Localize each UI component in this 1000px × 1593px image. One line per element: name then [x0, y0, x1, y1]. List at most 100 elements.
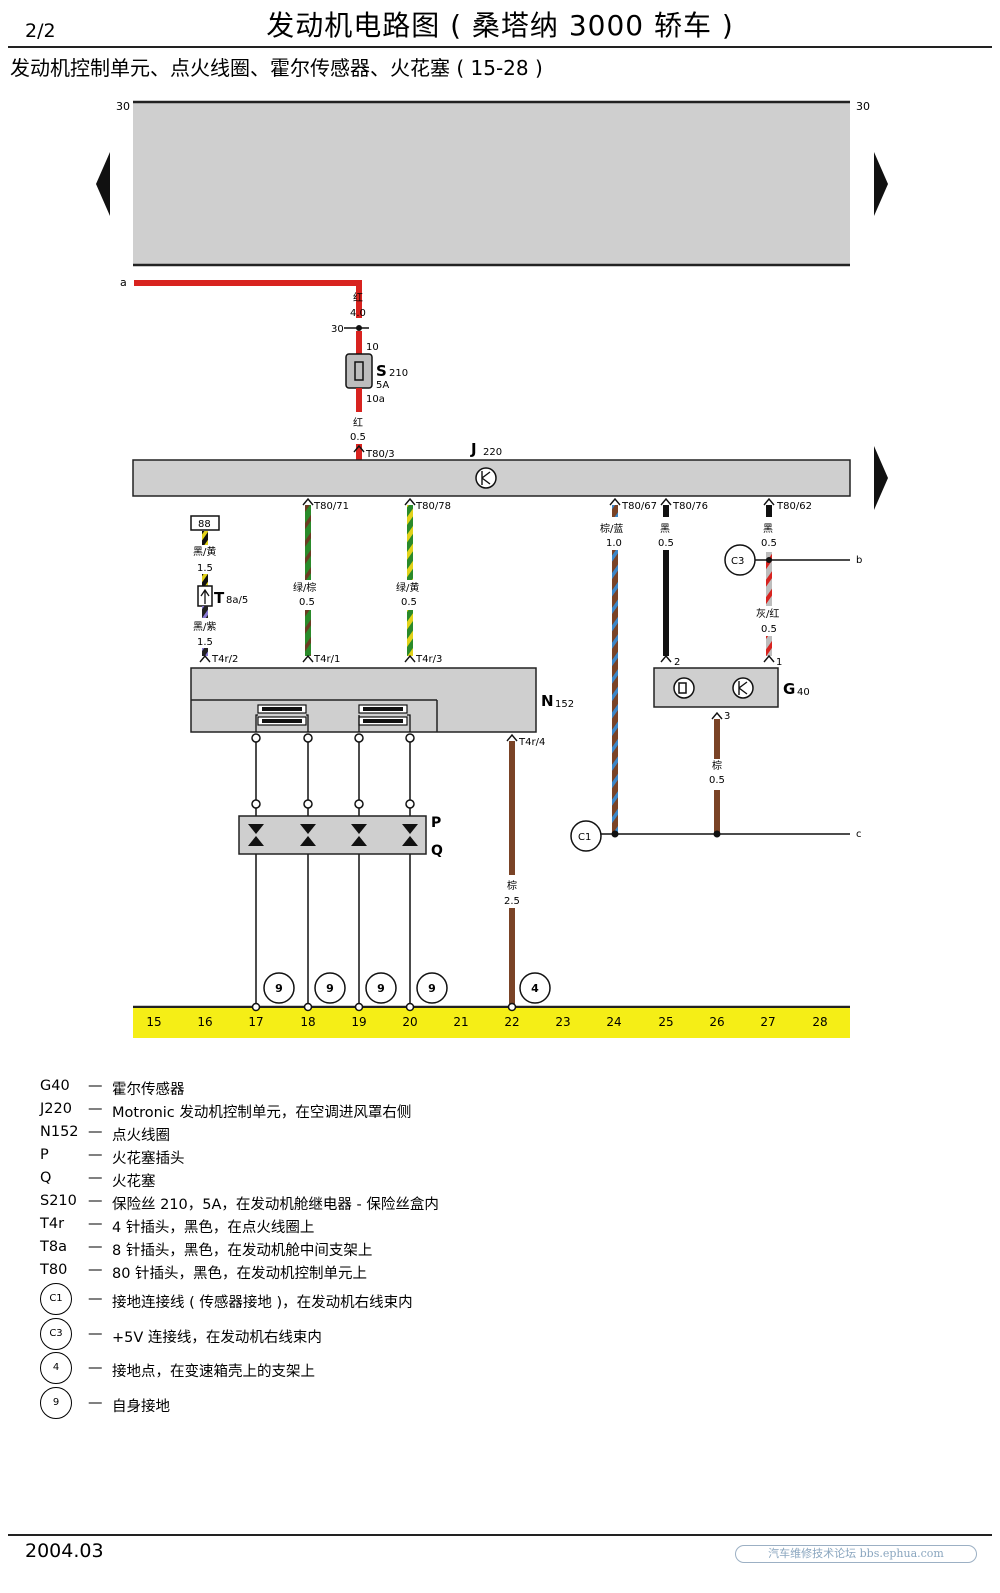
relay-88	[190, 515, 220, 531]
legend-dash: —	[88, 1147, 103, 1163]
legend-code: T80	[40, 1262, 68, 1278]
track-number: 16	[197, 1015, 212, 1029]
ground-9-a	[263, 972, 295, 1004]
legend-dash: —	[88, 1078, 103, 1094]
rail-right-label: 30	[856, 100, 870, 113]
legend-dash: —	[88, 1124, 103, 1140]
wiring-diagram: 30 30 a 红 4.0 30 10 S 210 5A 10a 红 0.5 T…	[96, 100, 888, 1038]
legend-code: J220	[40, 1101, 72, 1117]
legend-text: 保险丝 210，5A，在发动机舱继电器 - 保险丝盒内	[112, 1197, 439, 1213]
legend-symbol-item: C1—接地连接线 ( 传感器接地 )，在发动机右线束内	[40, 1283, 640, 1318]
arrow-right-icon	[874, 152, 888, 216]
page-title: 发动机电路图 ( 桑塔纳 3000 轿车 )	[266, 9, 734, 42]
legend-code: T4r	[40, 1216, 65, 1232]
wire-b-label: b	[856, 555, 862, 566]
track-number: 25	[658, 1015, 673, 1029]
legend-text: Motronic 发动机控制单元，在空调进风罩右侧	[112, 1105, 412, 1121]
legend-text: 8 针插头，黑色，在发动机舱中间支架上	[112, 1243, 373, 1259]
legend-dash: —	[88, 1101, 103, 1117]
wire-4-size: 2.5	[504, 896, 520, 907]
relay-wire2-color: 黑/紫	[193, 621, 216, 633]
wire-c-label: c	[856, 829, 862, 840]
track-number: 22	[504, 1015, 519, 1029]
fuse-pin-bottom: 10a	[366, 394, 385, 405]
wire-g3-color: 棕	[712, 759, 722, 772]
relay-code: 88	[198, 519, 211, 530]
footer-divider	[8, 1534, 992, 1536]
hall-transistor-icon	[732, 677, 754, 699]
ground-label: 4	[531, 982, 539, 995]
spark-plug-symbols	[248, 824, 418, 846]
legend-symbol-item: 4—接地点，在变速箱壳上的支架上	[40, 1352, 640, 1387]
wire-a-label: a	[120, 276, 127, 289]
hall-id: G	[783, 680, 795, 698]
hall-element-icon	[673, 677, 695, 699]
coil-pin-4: T4r/4	[518, 737, 545, 748]
fuse-s210	[345, 353, 373, 389]
wire-76-size: 0.5	[658, 538, 674, 549]
track-number: 17	[248, 1015, 263, 1029]
ecu-pin-78: T80/78	[415, 501, 451, 512]
legend-item: J220 — Motronic 发动机控制单元，在空调进风罩右侧	[40, 1099, 640, 1122]
legend-symbol-circle: C3	[40, 1317, 72, 1350]
legend-text: 4 针插头，黑色，在点火线圈上	[112, 1220, 315, 1236]
legend-item: S210—保险丝 210，5A，在发动机舱继电器 - 保险丝盒内	[40, 1191, 640, 1214]
relay-wire1-size: 1.5	[197, 563, 213, 574]
legend-symbol-circle: 4	[40, 1352, 72, 1384]
wire-67-size: 1.0	[606, 538, 622, 549]
legend-code: S210	[40, 1193, 77, 1209]
coil-id: N	[541, 692, 554, 710]
coil-id-sub: 152	[555, 699, 574, 710]
ground-9-b	[314, 972, 346, 1004]
track-number: 19	[351, 1015, 366, 1029]
legend-symbol-item: C3—+5V 连接线，在发动机右线束内	[40, 1317, 640, 1353]
arrow-ecu-right-icon	[874, 446, 888, 510]
ground-label: 9	[428, 982, 436, 995]
legend-item: T8a—8 针插头，黑色，在发动机舱中间支架上	[40, 1237, 640, 1260]
node-30	[356, 325, 362, 331]
track-number: 15	[146, 1015, 161, 1029]
legend: G40—霍尔传感器 J220 — Motronic 发动机控制单元，在空调进风罩右侧…	[40, 1076, 640, 1421]
c1-symbol	[570, 820, 602, 852]
legend-text: 点火线圈	[112, 1128, 170, 1144]
transistor-icon	[475, 467, 497, 489]
legend-symbol-circle: C1	[40, 1283, 72, 1315]
wire-71-color: 绿/棕	[293, 581, 316, 594]
legend-dash: —	[88, 1170, 103, 1186]
fuse-pin-30: 30	[331, 324, 344, 335]
legend-item: G40—霍尔传感器	[40, 1076, 640, 1099]
legend-text: 接地连接线 ( 传感器接地 )，在发动机右线束内	[112, 1295, 413, 1311]
ground-label: 9	[275, 982, 283, 995]
legend-item: N152—点火线圈	[40, 1122, 640, 1145]
legend-code: P	[40, 1147, 49, 1163]
fuse-rating: 5A	[376, 380, 389, 391]
track-number: 27	[760, 1015, 775, 1029]
legend-code: T8a	[40, 1239, 67, 1255]
fuse-out-size: 0.5	[350, 432, 366, 443]
c3-symbol	[724, 544, 756, 576]
arrow-left-icon	[96, 152, 110, 216]
connector-id-sub: 8a/5	[226, 595, 248, 606]
plug-label: P	[431, 815, 441, 831]
legend-text: 自身接地	[112, 1398, 170, 1415]
legend-item: T4r—4 针插头，黑色，在点火线圈上	[40, 1214, 640, 1237]
legend-symbol-item: 9—自身接地	[40, 1386, 640, 1422]
ecu-id: J	[470, 440, 477, 458]
fuse-pin-top: 10	[366, 342, 379, 353]
wire-a-red	[134, 280, 362, 318]
legend-text: 火花塞	[112, 1174, 156, 1190]
fuse-id: S	[376, 362, 387, 380]
wire-g1-size: 0.5	[761, 624, 777, 635]
track-strip	[133, 1008, 850, 1038]
fuse-in-color: 红	[353, 291, 363, 304]
coil-pin-2: T4r/2	[211, 654, 238, 665]
ecu-pin-76: T80/76	[672, 501, 708, 512]
hall-sensor-g40	[653, 667, 779, 708]
legend-dash: —	[88, 1262, 103, 1278]
hall-pin-2: 2	[674, 657, 680, 668]
c3-label: C3	[731, 556, 744, 567]
wire-4-color: 棕	[507, 879, 517, 892]
ground-label: 9	[377, 982, 385, 995]
legend-item: P—火花塞插头	[40, 1145, 640, 1168]
legend-item: Q—火花塞	[40, 1168, 640, 1191]
